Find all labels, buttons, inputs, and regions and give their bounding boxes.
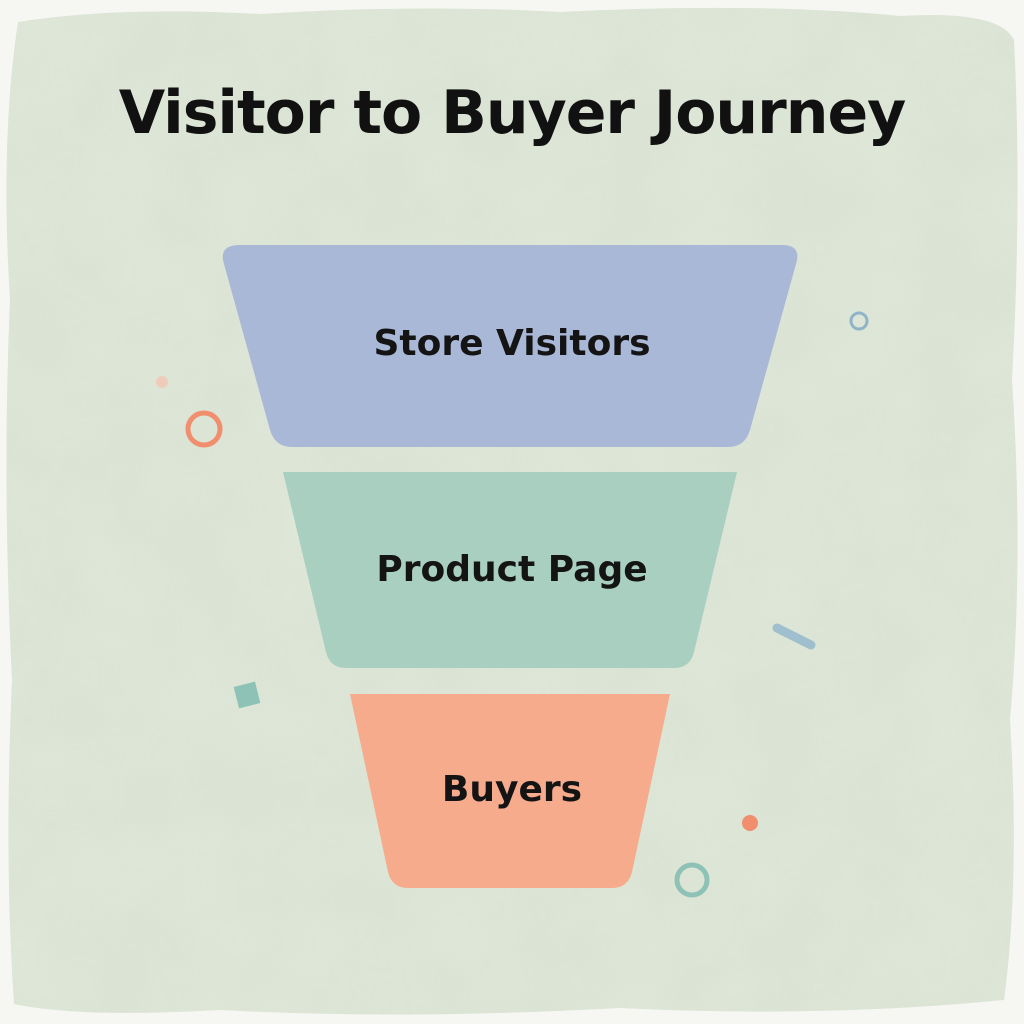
funnel-stage-buyers: [350, 694, 670, 888]
funnel-stage-store-visitors: [222, 245, 798, 447]
decorative-dash-blue: [772, 623, 816, 650]
decorative-ring-teal: [674, 862, 710, 898]
decorative-ring-blue: [849, 311, 869, 331]
decorative-dot-orange-small: [156, 376, 168, 388]
decorative-square-teal: [233, 681, 261, 709]
stage-label-buyers: Buyers: [441, 769, 583, 810]
decorative-ring-orange: [185, 410, 223, 448]
decorative-dot-orange: [742, 815, 758, 831]
diagram-title: Visitor to Buyer Journey: [118, 78, 907, 148]
stage-label-product-page: Product Page: [376, 549, 648, 590]
stage-label-store-visitors: Store Visitors: [373, 323, 651, 364]
funnel-stage-product-page: [283, 472, 737, 668]
